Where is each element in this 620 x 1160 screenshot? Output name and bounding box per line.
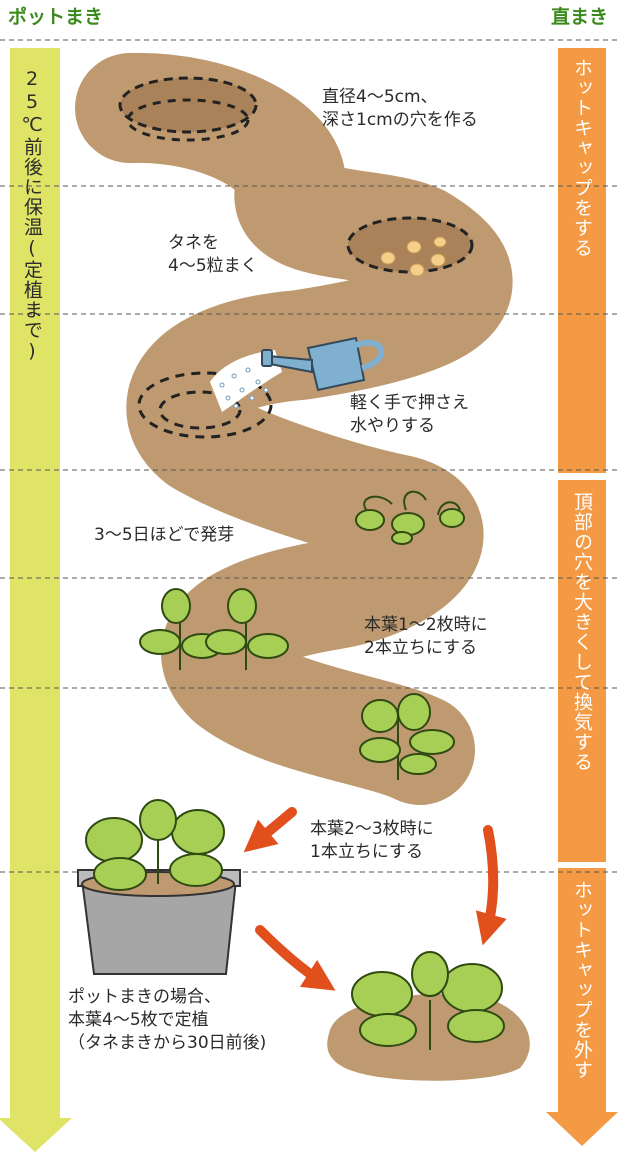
- step-caption-6: 本葉2〜3枚時に 1本立ちにする: [310, 819, 434, 862]
- header-direct-sowing: 直まき: [550, 6, 608, 28]
- pressed-soil-icon: [137, 371, 273, 439]
- left-bar: [0, 48, 72, 1152]
- step-caption-4: 3〜5日ほどで発芽: [94, 525, 235, 545]
- planted-seedling-icon: [351, 951, 505, 1050]
- right-bar-label-3: ホットキャップを外す: [571, 880, 593, 1080]
- seed-icon: [380, 236, 447, 277]
- step-caption-7: ポットまきの場合、 本葉4〜5枚で定植 （タネまきから30日前後): [68, 987, 267, 1053]
- planting-hole-icon: [118, 76, 258, 142]
- right-bar-segment-3: [546, 868, 618, 1146]
- step-caption-5: 本葉1〜2枚時に 2本立ちにする: [364, 615, 488, 658]
- right-bar-segment-2: [558, 480, 606, 862]
- step-caption-3: 軽く手で押さえ 水やりする: [350, 393, 469, 436]
- seedling-icon: [139, 588, 289, 670]
- seeded-hole-icon: [346, 216, 474, 277]
- right-bar-segment-1: [558, 48, 606, 473]
- seedling-icon: [359, 693, 455, 780]
- arrow-icon: [243, 807, 507, 991]
- step-caption-2: タネを 4〜5粒まく: [168, 233, 258, 276]
- potted-plant-icon: [85, 799, 225, 891]
- watering-can-icon: [261, 336, 385, 392]
- right-bar-label-1: ホットキャップをする: [571, 58, 593, 258]
- header-pot-sowing: ポットまき: [8, 6, 104, 28]
- sprout-icon: [355, 490, 465, 545]
- step-caption-1: 直径4〜5cm、 深さ1cmの穴を作る: [322, 87, 478, 130]
- right-bar-label-2: 頂部の穴を大きくして換気する: [571, 492, 593, 772]
- left-bar-label: 25℃前後に保温(定植まで): [21, 68, 43, 363]
